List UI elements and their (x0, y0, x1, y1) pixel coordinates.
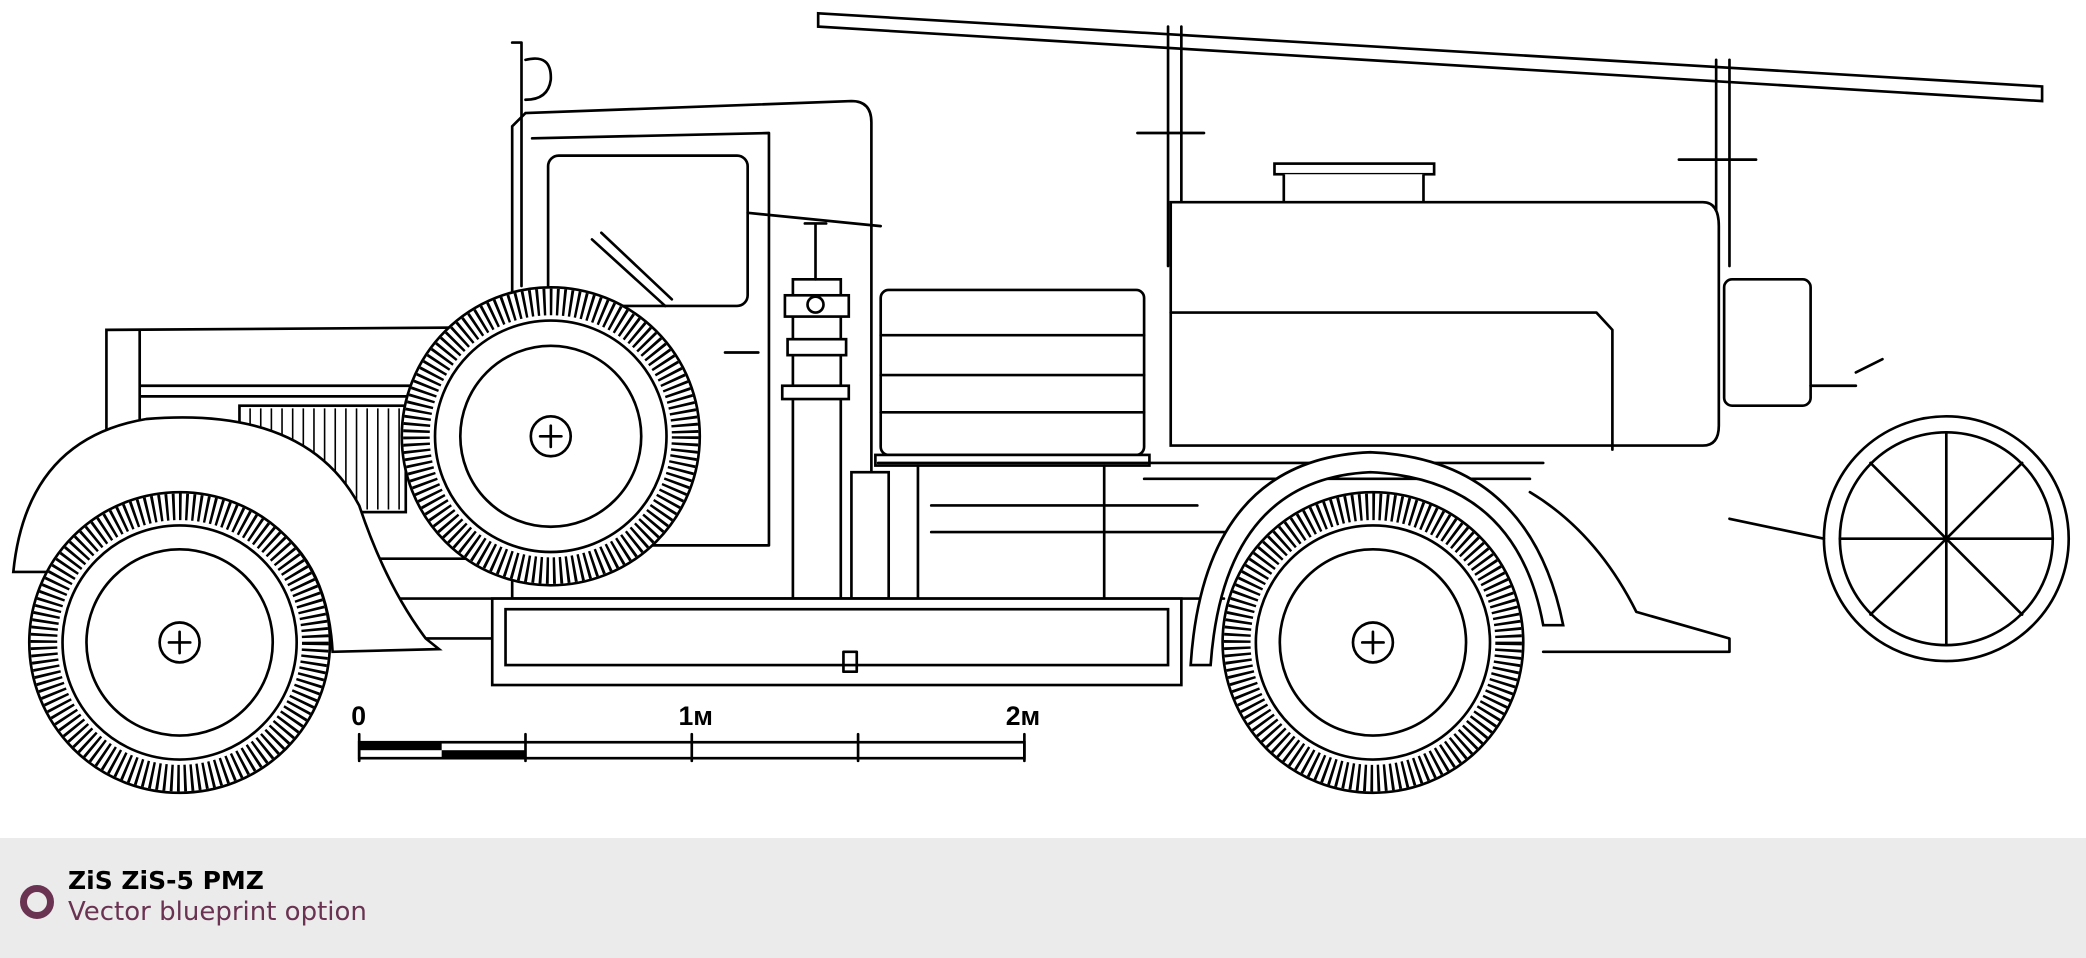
fire-truck-side-view: 0 1м 2м (11, 11, 2071, 795)
scale-label-1m: 1м (678, 701, 712, 731)
ring-bullet-icon (20, 885, 54, 919)
rear-wheel (1221, 490, 1525, 795)
scale-label-0: 0 (351, 701, 366, 731)
water-tank (1169, 162, 1884, 451)
chassis (331, 461, 1731, 687)
vehicle-title: ZiS ZiS-5 PMZ (68, 866, 264, 895)
scale-label-2m: 2м (1006, 701, 1040, 731)
blueprint-subtitle[interactable]: Vector blueprint option (68, 897, 367, 927)
equipment-box (874, 288, 1151, 600)
pump (780, 222, 891, 600)
hose-reel (1728, 415, 2071, 663)
caption-bar (0, 838, 2086, 958)
ladder (816, 11, 2044, 268)
rear-fender (1189, 450, 1565, 667)
spare-wheel (400, 285, 702, 587)
front-wheel (27, 490, 332, 795)
scale-bar: 0 1м 2м (351, 701, 1040, 763)
blueprint-drawing: 0 1м 2м (11, 11, 2071, 795)
